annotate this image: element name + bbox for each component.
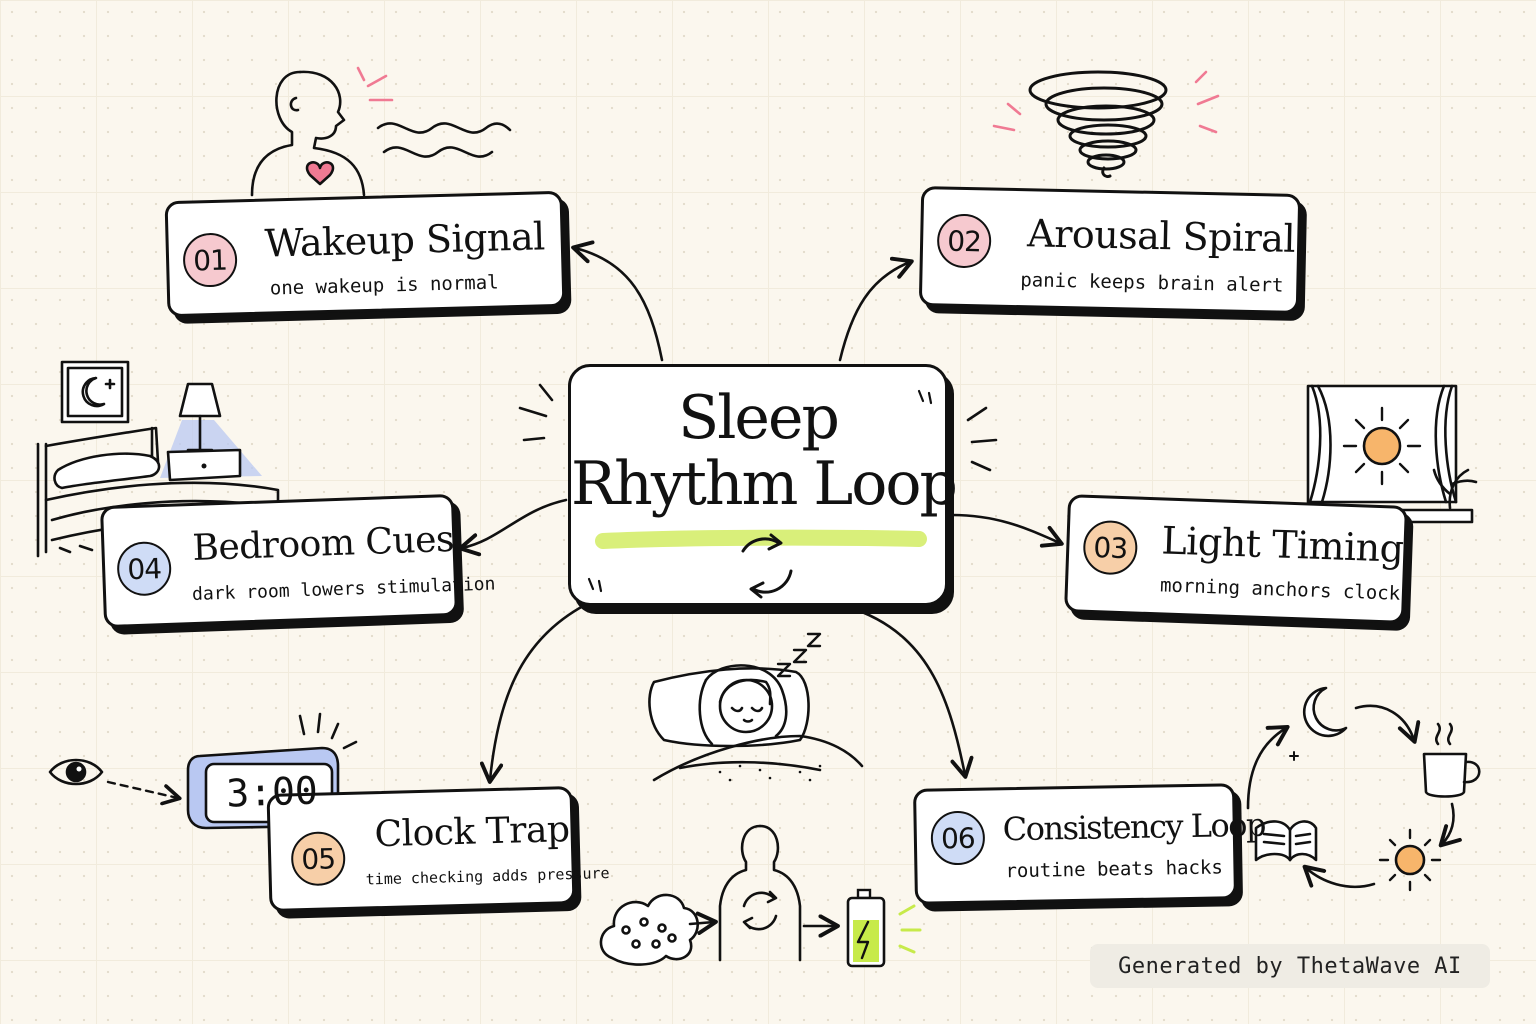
routine-cycle-illustration [1246,686,1481,889]
node-card-06: 06 Consistency Loop routine beats hacks [913,783,1265,905]
generated-by-footer: Generated by ThetaWave AI [1090,944,1490,988]
center-node: Sleep Rhythm Loop [568,364,958,606]
thought-cloud-icon [599,893,699,966]
body-silhouette-icon [718,824,802,962]
node-title: Clock Trap [374,809,570,856]
eye-icon [48,758,104,786]
tornado-spiral-illustration [1028,70,1168,178]
node-card-04: 04 Bedroom Cues dark room lowers stimula… [99,493,496,629]
center-title-line1: Sleep [678,383,840,453]
node-number-badge: 01 [182,232,238,288]
node-number-badge: 05 [290,830,346,887]
sun-icon [1342,406,1422,486]
node-card-03: 03 Light Timing morning anchors clock [1064,494,1408,624]
arrow-to-bedroom-cues [458,498,568,557]
eye-to-clock-arrow [106,780,182,806]
node-title: Bedroom Cues [191,518,455,569]
node-subtitle: time checking adds pressure [365,864,610,889]
small-sun-icon [1378,828,1442,892]
node-card-02: 02 Arousal Spiral panic keeps brain aler… [918,186,1302,314]
battery-charging-icon [846,888,922,968]
node-title: Wakeup Signal [264,214,546,266]
moon-icon [1302,686,1348,738]
coffee-mug-icon [1422,722,1481,798]
node-number-badge: 04 [116,540,173,597]
node-subtitle: panic keeps brain alert [1020,269,1284,297]
node-subtitle: morning anchors clock [1159,574,1401,605]
bedside-lamp [160,382,262,482]
node-subtitle: routine beats hacks [1005,856,1223,883]
center-card-decor [587,389,933,599]
sleeping-person-illustration [648,664,864,782]
bedroom-illustration [36,360,280,558]
node-title: Consistency Loop [1002,805,1266,849]
node-number-badge: 03 [1082,519,1139,576]
cycle-icon [741,533,793,599]
arrow-to-light-timing [950,513,1064,548]
open-book-icon [1254,820,1318,862]
node-subtitle: dark room lowers stimulation [191,573,496,606]
alert-marks-pink [992,70,1220,134]
node-number-badge: 06 [930,810,986,866]
arrow-to-consistency-loop [860,610,974,779]
person-heart-illustration [250,70,512,197]
arrow-to-arousal-spiral [838,256,914,362]
center-burst-marks [518,383,998,472]
node-card-01: 01 Wakeup Signal one wakeup is normal [164,190,566,318]
node-number-badge: 02 [936,213,992,269]
sleep-zzz-icon [776,632,822,678]
arrow-to-wakeup-signal [571,240,664,362]
node-subtitle: one wakeup is normal [269,271,499,300]
clock-display-text: 3:00 [225,768,319,816]
arrow-to-clock-trap [479,603,587,784]
center-title-line2: Rhythm Loop [571,449,958,519]
node-title: Arousal Spiral [1026,211,1296,261]
cloud-to-body-arrow [688,911,718,935]
connector-arrows [458,240,1064,784]
alert-marks-pink [356,66,394,102]
blanket-dots [718,762,822,782]
node-title: Light Timing [1160,518,1405,571]
